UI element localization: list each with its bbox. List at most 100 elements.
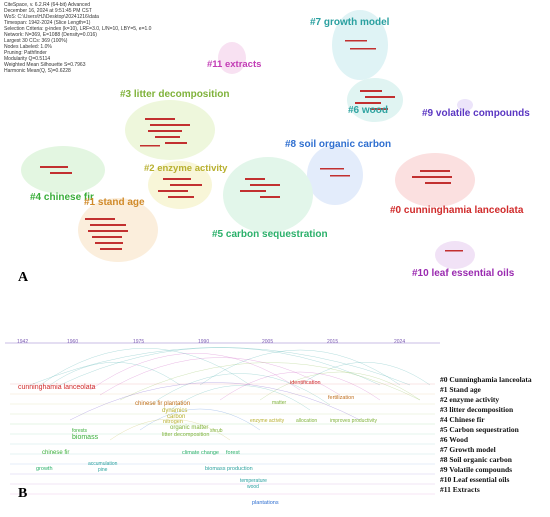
cluster-label-volatile-compounds: #9 volatile compounds (422, 108, 530, 119)
timeline-year: 2015 (327, 339, 339, 345)
timeline-node-label: organic matter (170, 425, 209, 431)
timeline-arc (69, 382, 361, 421)
cluster-label-carbon-sequestration: #5 carbon sequestration (212, 229, 328, 240)
timeline-arc (259, 371, 421, 401)
legend-item: #9 Volatile compounds (440, 465, 513, 474)
timeline-year: 1975 (133, 339, 145, 345)
node-label-scribbles (40, 40, 463, 252)
timeline-arc (89, 353, 301, 391)
timeline-arc (39, 348, 251, 386)
timeline-arc (299, 362, 431, 386)
timeline-node-label: temperature (240, 478, 267, 484)
metadata-line: Nodes Labeled: 1.0% (4, 44, 52, 50)
cluster-label-chinese-fir: #4 chinese fir (30, 192, 94, 203)
legend-item: #4 Chinese fir (440, 415, 485, 424)
metadata-line: Pruning: Pathfinder (4, 50, 47, 56)
metadata-line: Timespan: 1942-2024 (Slice Length=1) (4, 20, 91, 26)
blob-carbon-seq (223, 157, 313, 233)
legend-item: #11 Extracts (440, 485, 480, 494)
legend-item: #3 litter decomposition (440, 405, 514, 414)
legend-item: #5 Carbon sequestration (440, 425, 519, 434)
cluster-label-litter-decomposition: #3 litter decomposition (120, 89, 230, 100)
timeline-node-label: matter (272, 400, 287, 406)
timeline-arc (99, 357, 341, 396)
blob-leaf-oils (435, 241, 475, 269)
timeline-year: 1990 (198, 339, 210, 345)
timeline-arc (139, 408, 261, 431)
timeline-node-label: carbon (167, 414, 186, 420)
timeline-panel (5, 342, 440, 495)
metadata-line: Selection Criteria: g-index (k=10), LRF=… (4, 26, 152, 32)
timeline-node-label: forests (72, 428, 88, 434)
panel-label-a: A (18, 270, 29, 285)
blob-extracts (218, 42, 246, 74)
metadata-line: December 16, 2024 at 9:51:45 PM CST (4, 8, 92, 14)
timeline-node-label: nitrogen (163, 419, 183, 425)
blob-wood (347, 78, 403, 122)
timeline-node-label: pine (98, 467, 108, 473)
legend-item: #2 enzyme activity (440, 395, 500, 404)
timeline-arc (219, 371, 381, 401)
timeline-arc (109, 418, 231, 441)
blob-cunninghamia (395, 153, 475, 207)
timeline-node-label: accumulation (88, 461, 118, 467)
legend-item: #1 Stand age (440, 385, 481, 394)
timeline-year: 1960 (67, 339, 79, 345)
timeline-node-label: climate change (182, 450, 219, 456)
metadata-line: Harmonic Mean(Q, S)=0.6228 (4, 68, 71, 74)
timeline-node-label: enzyme activity (250, 418, 285, 424)
metadata-line: Network: N=369, E=1088 (Density=0.016) (4, 32, 97, 38)
timeline-node-label: plantations (252, 500, 279, 506)
legend-item: #6 Wood (440, 435, 468, 444)
legend-item: #10 Leaf essential oils (440, 475, 510, 484)
cluster-label-extracts: #11 extracts (207, 59, 262, 70)
timeline-node-label: dynamics (162, 408, 188, 414)
metadata-line: Modularity Q=0.5114 (4, 56, 51, 62)
cluster-legend: #0 Cunninghamia lanceolata #1 Stand age … (440, 375, 532, 495)
metadata-line: Largest 30 CCs: 369 (100%) (4, 38, 68, 44)
timeline-arc (119, 362, 421, 401)
timeline-arcs (29, 347, 431, 441)
timeline-node-label: litter decomposition (162, 432, 210, 438)
timeline-node-label: biomass (72, 434, 99, 441)
cluster-label-growth-model: #7 growth model (310, 17, 390, 28)
cluster-label-soil-organic-carbon: #8 soil organic carbon (285, 139, 392, 150)
timeline-node-label: chinese fir (42, 450, 70, 456)
legend-item: #7 Growth model (440, 445, 496, 454)
timeline-node-label: identification (290, 380, 321, 386)
timeline-arc (59, 347, 381, 386)
timeline-node-label: cunninghamia lanceolata (18, 384, 96, 391)
timeline-arc (149, 373, 331, 406)
timeline-node-label: growth (36, 466, 53, 472)
timeline-node-label: biomass production (205, 466, 253, 472)
timeline-year: 1942 (17, 339, 29, 345)
cluster-label-stand-age: #1 stand age (84, 197, 145, 208)
blob-growth-model (332, 10, 388, 80)
metadata-line: WoS: C:\Users\HJ\Desktop\20241216\data (4, 14, 99, 20)
cluster-label-wood: #6 wood (348, 105, 389, 116)
timeline-year: 2024 (394, 339, 406, 345)
cluster-label-cunninghamia-lanceolata: #0 cunninghamia lanceolata (390, 205, 524, 216)
legend-item: #0 Cunninghamia lanceolata (440, 375, 532, 384)
metadata-line: Weighted Mean Silhouette S=0.7963 (4, 62, 86, 68)
timeline-node-label: wood (247, 484, 259, 490)
cluster-label-enzyme-activity: #2 enzyme activity (144, 163, 228, 174)
timeline-node-label: shrub (210, 428, 223, 434)
cluster-label-leaf-essential-oils: #10 leaf essential oils (412, 268, 515, 279)
metadata-line: CiteSpace, v. 6.2.R4 (64-bit) Advanced (4, 2, 91, 8)
timeline-node-label: forest (226, 450, 240, 456)
blob-volatile (457, 99, 473, 111)
timeline-arc (49, 362, 181, 386)
timeline-arc (199, 349, 401, 386)
timeline-cluster-lines (10, 383, 435, 495)
panel-label-b: B (18, 486, 28, 501)
timeline-arc (29, 347, 411, 386)
legend-item: #8 Soil organic carbon (440, 455, 512, 464)
timeline-node-label: improves productivity (330, 418, 377, 424)
timeline-node-label: allocation (296, 418, 318, 424)
timeline-year: 2005 (262, 339, 274, 345)
timeline-arc (169, 385, 311, 411)
